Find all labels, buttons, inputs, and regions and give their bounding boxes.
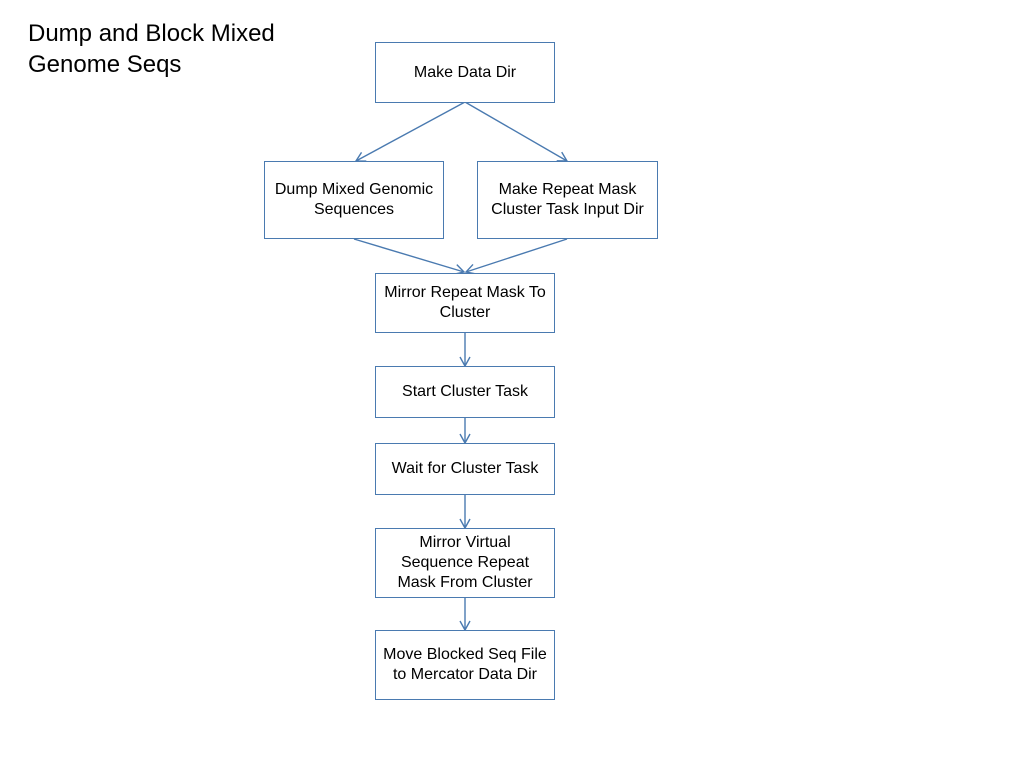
arrow-make-data-dir-to-dump-mixed bbox=[354, 101, 466, 162]
arrow-dump-mixed-to-mirror-repeat-mask bbox=[353, 238, 466, 275]
title-line-2: Genome Seqs bbox=[28, 51, 182, 78]
node-mirror-virtual-sequence-repeat-mask: Mirror Virtual Sequence Repeat Mask From… bbox=[375, 528, 555, 598]
node-mirror-repeat-mask-to-cluster: Mirror Repeat Mask To Cluster bbox=[375, 273, 555, 333]
page-title: Dump and Block Mixed Genome Seqs bbox=[28, 18, 275, 80]
node-make-data-dir: Make Data Dir bbox=[375, 42, 555, 103]
node-dump-mixed-genomic-sequences: Dump Mixed Genomic Sequences bbox=[264, 161, 444, 239]
title-line-1: Dump and Block Mixed bbox=[28, 20, 275, 47]
node-wait-for-cluster-task: Wait for Cluster Task bbox=[375, 443, 555, 495]
node-start-cluster-task: Start Cluster Task bbox=[375, 366, 555, 418]
node-move-blocked-seq-file: Move Blocked Seq File to Mercator Data D… bbox=[375, 630, 555, 700]
arrow-make-data-dir-to-make-repeat-mask bbox=[464, 101, 569, 162]
arrow-make-repeat-mask-to-mirror-repeat-mask bbox=[464, 238, 568, 275]
node-make-repeat-mask-cluster-task-input-dir: Make Repeat Mask Cluster Task Input Dir bbox=[477, 161, 658, 239]
